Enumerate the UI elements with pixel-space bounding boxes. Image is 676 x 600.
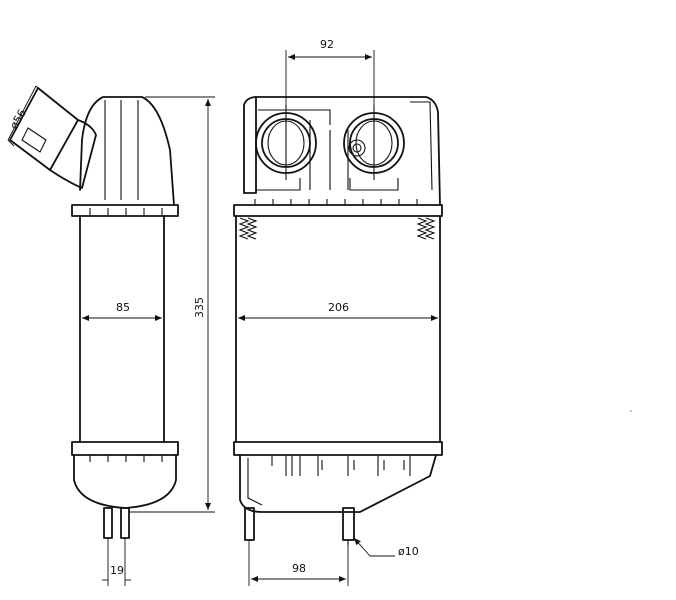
side-view bbox=[9, 87, 179, 539]
dim-front-core-width: 206 bbox=[238, 301, 438, 321]
side-core bbox=[79, 215, 165, 443]
dim-pin-offset: 98 bbox=[248, 540, 349, 586]
dim-pin-diameter: ø10 bbox=[353, 537, 419, 558]
front-left-pipe bbox=[255, 105, 317, 180]
dim-pin-spacing-label: 19 bbox=[110, 564, 124, 577]
dim-pipe-spacing-label: 92 bbox=[320, 38, 334, 51]
dim-pin-diameter-label: ø10 bbox=[398, 545, 419, 558]
front-lower-tank bbox=[233, 441, 443, 513]
front-right-pipe bbox=[343, 105, 405, 180]
dim-side-core-width-label: 85 bbox=[116, 301, 130, 314]
dim-side-core-width: 85 bbox=[82, 301, 162, 321]
front-upper-tank bbox=[233, 96, 443, 217]
front-pins bbox=[244, 507, 355, 545]
side-lower-tank bbox=[71, 441, 179, 509]
dim-pin-spacing: 19 bbox=[102, 538, 131, 586]
side-upper-tank bbox=[71, 96, 179, 217]
dim-pipe-spacing: 92 bbox=[285, 38, 375, 108]
dim-pin-offset-label: 98 bbox=[292, 562, 306, 575]
dim-front-core-width-label: 206 bbox=[328, 301, 349, 314]
front-right-clip bbox=[416, 217, 436, 240]
front-left-clip bbox=[238, 217, 258, 240]
dim-overall-height-label: 335 bbox=[193, 297, 206, 318]
front-core bbox=[235, 215, 441, 443]
speck bbox=[630, 410, 632, 412]
side-pins bbox=[103, 507, 130, 539]
front-view bbox=[233, 96, 443, 545]
dim-overall-height: 335 bbox=[130, 96, 215, 513]
